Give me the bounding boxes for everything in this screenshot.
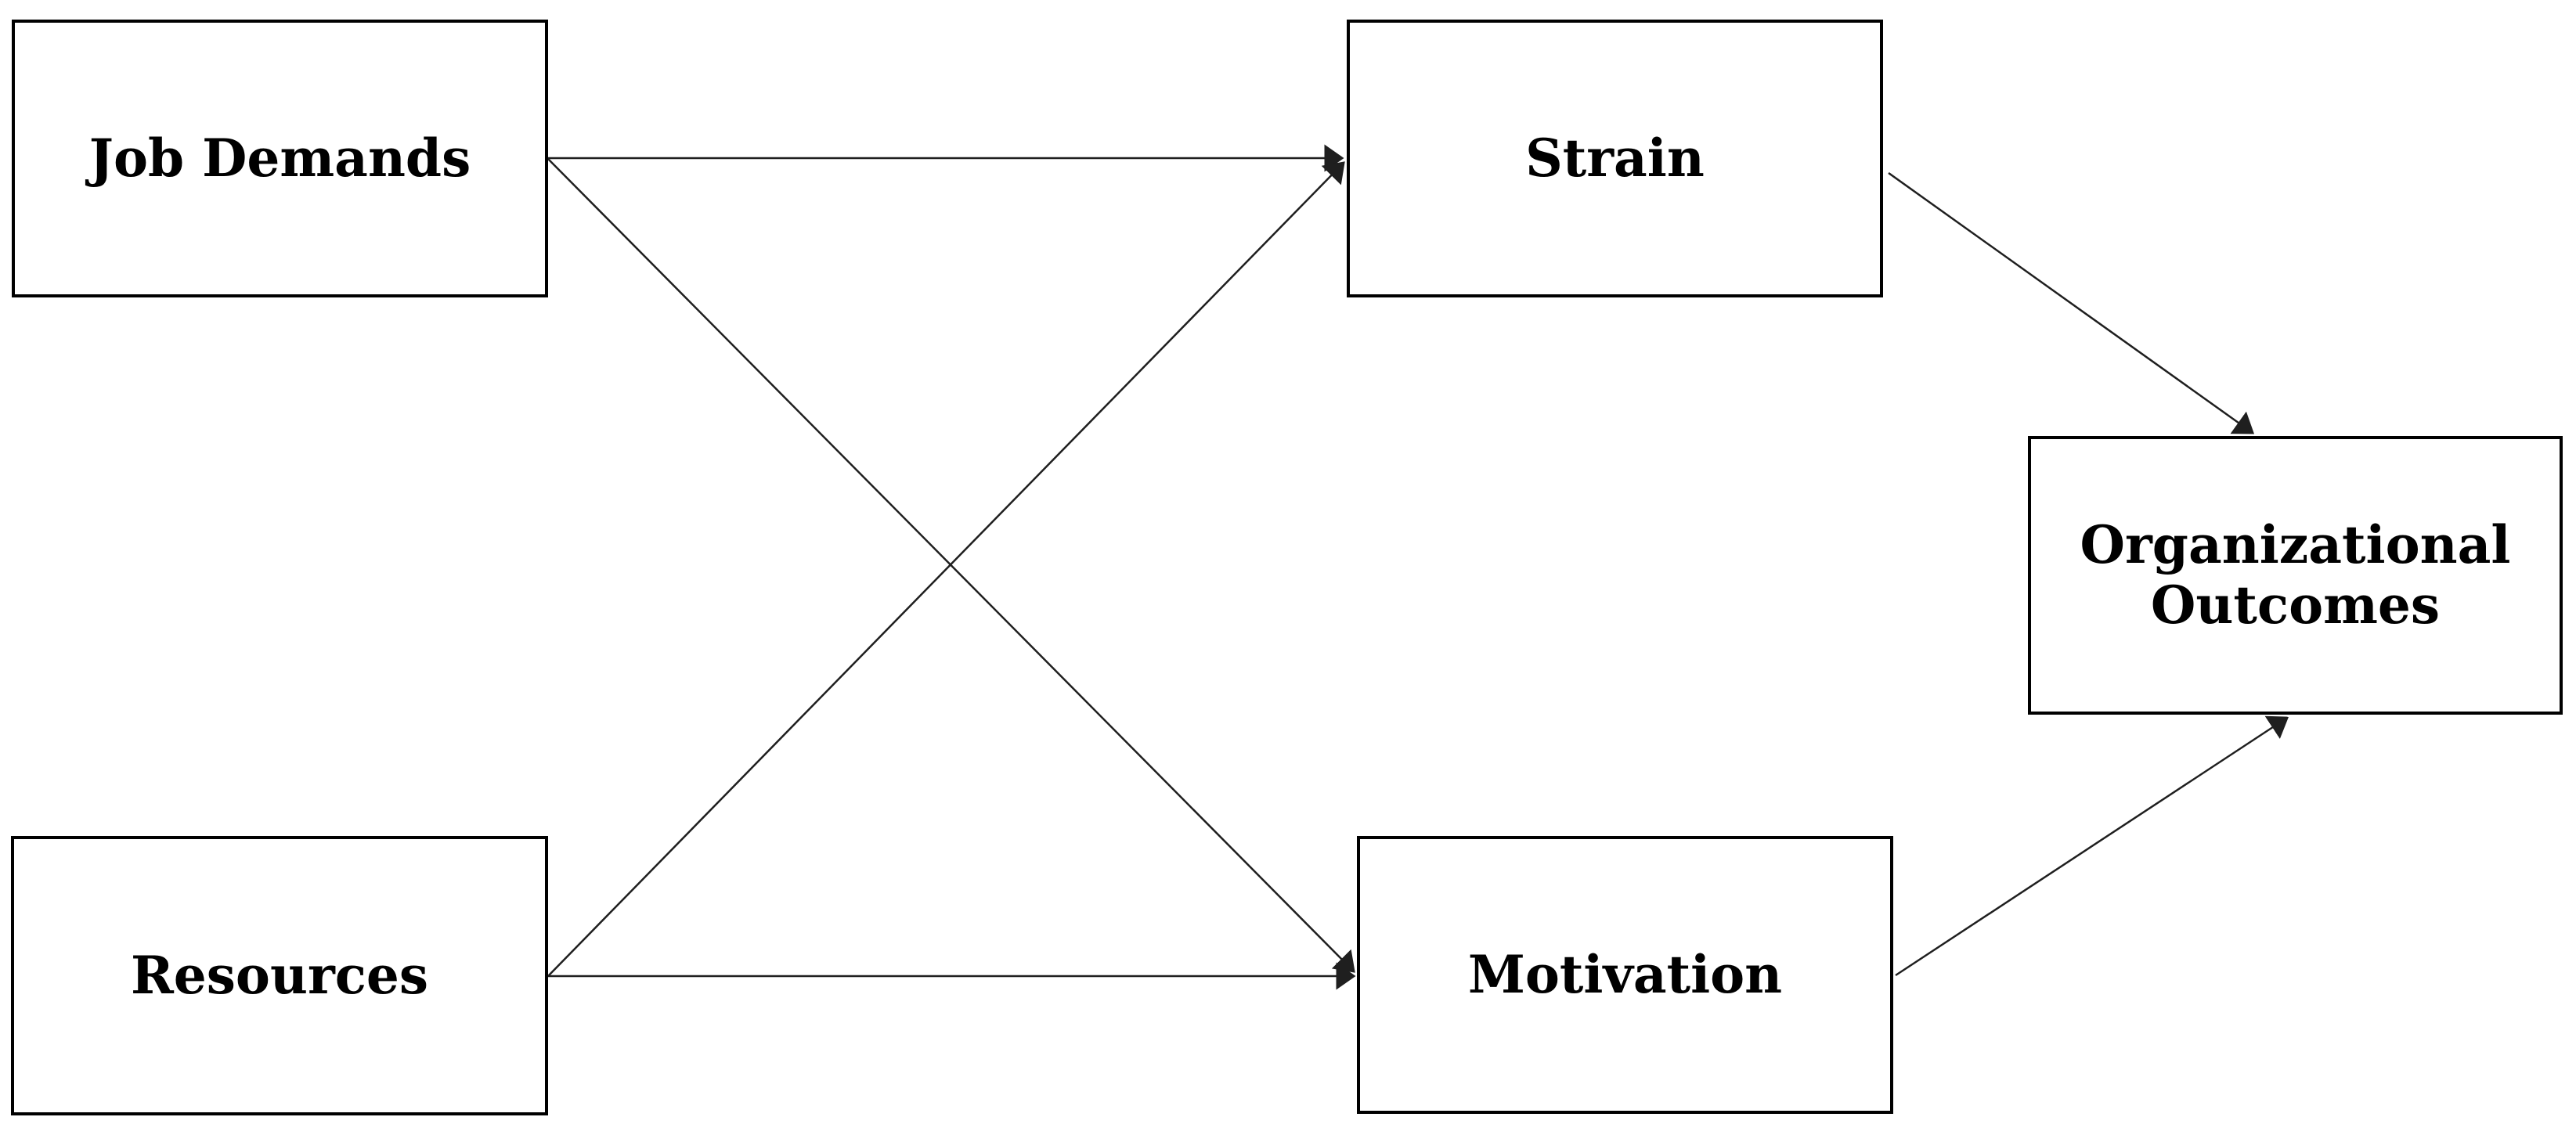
node-strain-label: Strain xyxy=(1525,128,1705,189)
node-motivation: Motivation xyxy=(1357,836,1893,1114)
node-motivation-label: Motivation xyxy=(1467,944,1783,1006)
node-organizational-outcomes: Organizational Outcomes xyxy=(2028,436,2563,715)
node-job-demands-label: Job Demands xyxy=(88,128,471,189)
edge-resources-to-strain xyxy=(547,161,1345,977)
node-organizational-outcomes-label: Organizational Outcomes xyxy=(2080,514,2511,636)
edge-motivation-to-organizational-outcomes xyxy=(1895,715,2289,977)
node-strain: Strain xyxy=(1347,20,1883,297)
edge-strain-to-organizational-outcomes xyxy=(1888,171,2255,434)
node-resources-label: Resources xyxy=(130,945,429,1007)
node-job-demands: Job Demands xyxy=(12,20,548,297)
node-resources: Resources xyxy=(11,836,548,1115)
